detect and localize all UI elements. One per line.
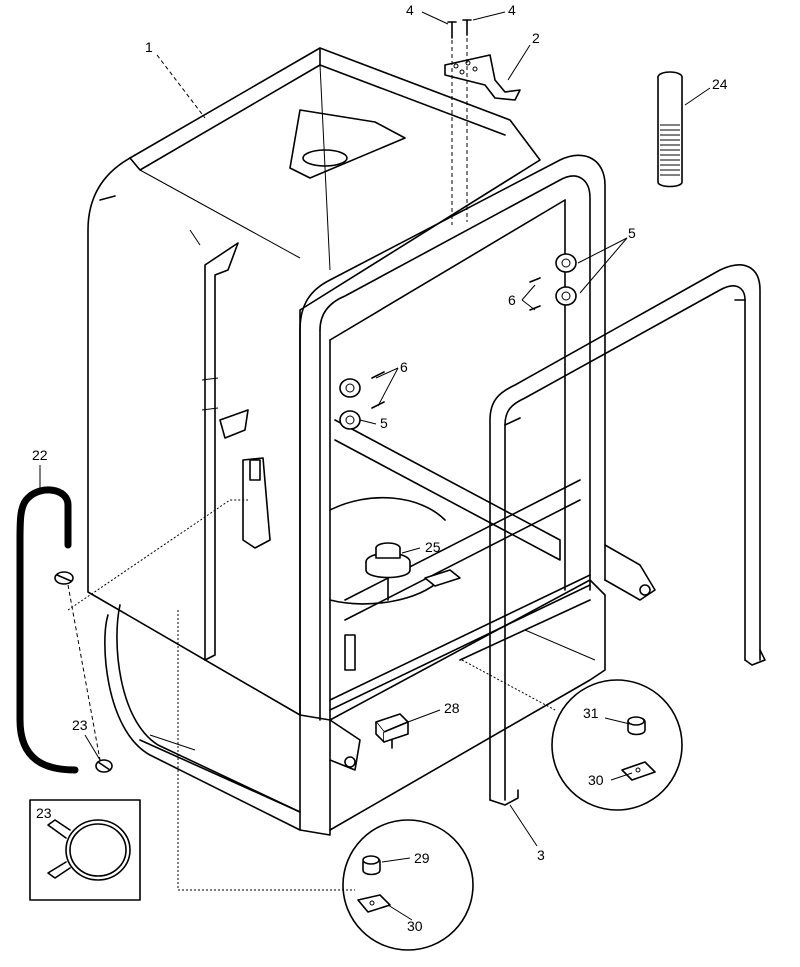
callout-4a: 4 bbox=[406, 2, 414, 18]
base-frame bbox=[104, 579, 606, 836]
callout-31: 31 bbox=[583, 705, 599, 721]
callouts: 1 4 4 2 24 5 6 6 5 22 25 28 23 31 30 23 … bbox=[32, 2, 728, 934]
part-28-switch bbox=[375, 713, 409, 749]
wire-routing bbox=[67, 499, 556, 891]
callout-29: 29 bbox=[414, 850, 430, 866]
part-4-screws bbox=[447, 19, 472, 225]
callout-30a: 30 bbox=[588, 772, 604, 788]
tub bbox=[87, 47, 541, 716]
part-24-hose-tube bbox=[657, 71, 683, 188]
callout-23a: 23 bbox=[72, 717, 88, 733]
part-22-drain-hose bbox=[16, 486, 79, 774]
detail-circle-29-30 bbox=[342, 819, 474, 951]
part-25-wash-arm-mount bbox=[365, 542, 411, 601]
part-2-bracket bbox=[444, 54, 521, 101]
callout-6b: 6 bbox=[400, 359, 408, 375]
part-5-wheels-right bbox=[555, 253, 577, 306]
leader-lines bbox=[39, 11, 711, 921]
callout-5a: 5 bbox=[628, 225, 636, 241]
part-23-clamp-detail bbox=[29, 799, 141, 901]
callout-1: 1 bbox=[145, 39, 153, 55]
callout-23b: 23 bbox=[36, 805, 52, 821]
callout-6a: 6 bbox=[508, 292, 516, 308]
callout-5b: 5 bbox=[380, 415, 388, 431]
spray-arm-area bbox=[329, 496, 461, 671]
callout-2: 2 bbox=[532, 30, 540, 46]
part-23-clamp-small bbox=[54, 571, 113, 773]
callout-4b: 4 bbox=[508, 2, 516, 18]
callout-3: 3 bbox=[537, 847, 545, 863]
part-5-wheels-left bbox=[339, 378, 361, 430]
callout-24: 24 bbox=[712, 76, 728, 92]
part-3-door-gasket bbox=[489, 264, 766, 806]
door-frame bbox=[299, 154, 656, 721]
callout-30b: 30 bbox=[407, 918, 423, 934]
callout-28: 28 bbox=[444, 700, 460, 716]
callout-25: 25 bbox=[425, 539, 441, 555]
callout-22: 22 bbox=[32, 447, 48, 463]
detail-circle-31-30 bbox=[551, 679, 683, 811]
